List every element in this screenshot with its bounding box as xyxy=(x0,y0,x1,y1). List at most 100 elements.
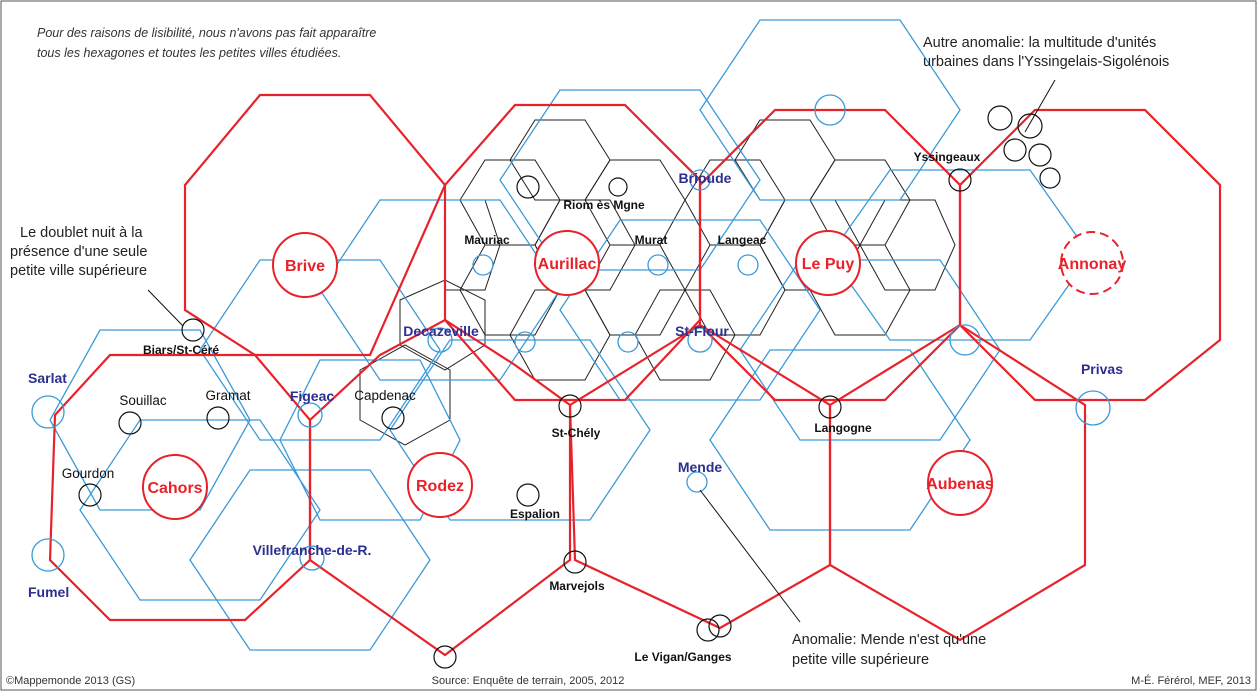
footer-author: M-É. Férérol, MEF, 2013 xyxy=(1131,674,1251,687)
town-circle-figeac xyxy=(297,402,323,428)
label-annonay: Annonay xyxy=(1058,256,1127,273)
town-circle xyxy=(516,175,540,199)
town-circle-aubenas xyxy=(927,450,993,516)
red-hexagon-grid xyxy=(48,93,1222,657)
red-hexagon-rodez xyxy=(308,318,572,657)
label-murat: Murat xyxy=(635,233,668,247)
red-hexagon-le-puy xyxy=(698,108,962,402)
red-hexagon-mende xyxy=(568,323,832,630)
label-rodez: Rodez xyxy=(416,478,464,495)
label-privas: Privas xyxy=(1081,361,1123,377)
blue-hexagon xyxy=(709,349,971,531)
blue-hexagon xyxy=(79,419,321,601)
label-le-puy: Le Puy xyxy=(802,256,855,273)
town-circle-le-vigan xyxy=(696,618,720,642)
main-town-markers xyxy=(142,230,1124,520)
label-espalion: Espalion xyxy=(510,507,560,521)
blue-hexagon xyxy=(199,259,441,441)
label-souillac: Souillac xyxy=(119,393,167,408)
label-fumel: Fumel xyxy=(28,584,69,600)
town-circle xyxy=(608,177,628,197)
town-circle-yssingelais xyxy=(1003,138,1027,162)
label-aurillac: Aurillac xyxy=(538,256,597,273)
town-circle-biars xyxy=(181,318,205,342)
label-marvejols: Marvejols xyxy=(549,579,605,593)
leader-line-yssingelais xyxy=(1024,79,1056,133)
town-circle-mende xyxy=(686,471,708,493)
blue-circle xyxy=(949,324,981,356)
town-circle-brioude xyxy=(689,169,711,191)
town-circle-souillac xyxy=(118,411,142,435)
town-circle-fumel xyxy=(31,538,65,572)
label-langogne: Langogne xyxy=(814,421,872,435)
label-mauriac: Mauriac xyxy=(464,233,510,247)
label-gramat: Gramat xyxy=(205,388,250,403)
town-circle xyxy=(617,331,639,353)
blue-hexagon xyxy=(279,359,461,521)
town-circle-mauriac xyxy=(472,254,494,276)
label-capdenac: Capdenac xyxy=(354,388,416,403)
red-hexagon-aubenas xyxy=(828,323,1087,642)
red-hexagon-cahors xyxy=(48,353,312,622)
town-circle-aurillac xyxy=(534,230,600,296)
leader-line-mende xyxy=(699,489,801,623)
town-circle-langogne xyxy=(818,395,842,419)
red-hexagon-annonay xyxy=(958,108,1222,402)
town-circle-rodez xyxy=(407,452,473,518)
label-aubenas: Aubenas xyxy=(926,476,994,493)
town-circle-capdenac xyxy=(381,406,405,430)
town-circle-murat xyxy=(647,254,669,276)
label-sarlat: Sarlat xyxy=(28,370,67,386)
label-mende: Mende xyxy=(678,459,723,475)
blue-hexagon xyxy=(189,469,431,651)
label-decazeville: Decazeville xyxy=(403,323,479,339)
black-hexagon xyxy=(859,199,956,291)
label-biars: Biars/St-Céré xyxy=(143,343,219,357)
blue-hexagon xyxy=(389,339,651,521)
footer-source: Source: Enquête de terrain, 2005, 2012 xyxy=(432,675,625,687)
town-circle-marvejols xyxy=(563,550,587,574)
blue-hexagon xyxy=(49,329,251,511)
label-riom: Riom ès Mgne xyxy=(563,198,645,212)
black-hexagon xyxy=(509,119,611,201)
note-yssingelais-line2: urbaines dans l'Yssingelais-Sigolénois xyxy=(923,54,1169,70)
blue-hexagon xyxy=(319,199,561,381)
town-circle-st-flour xyxy=(687,327,713,353)
town-circle-yssingelais xyxy=(987,105,1013,131)
town-circle-st-chely xyxy=(558,394,582,418)
blue-hexagon xyxy=(559,219,821,401)
town-circle-cahors xyxy=(142,454,208,520)
red-hexagon-aurillac xyxy=(443,103,702,402)
label-gourdon: Gourdon xyxy=(62,466,115,481)
town-circle-decazeville xyxy=(427,327,453,353)
footer-copyright: ©Mappemonde 2013 (GS) xyxy=(6,675,135,687)
label-brive: Brive xyxy=(285,258,325,275)
town-circle xyxy=(514,331,536,353)
note-doublet-line3: petite ville supérieure xyxy=(10,263,147,279)
town-circle-privas xyxy=(1075,390,1111,426)
town-circle-sarlat xyxy=(31,395,65,429)
label-figeac: Figeac xyxy=(290,388,335,404)
black-hexagon xyxy=(684,244,786,336)
town-circle-le-puy xyxy=(795,230,861,296)
blue-town-markers xyxy=(31,94,1111,572)
town-circle-brive xyxy=(272,232,338,298)
label-st-chely: St-Chély xyxy=(552,426,601,440)
black-hexagon-grid xyxy=(359,119,956,446)
note-mende-line1: Anomalie: Mende n'est qu'une xyxy=(792,632,986,648)
label-yssingeaux: Yssingeaux xyxy=(914,150,981,164)
small-town-markers xyxy=(78,105,1061,669)
town-circle-yssingeaux xyxy=(948,168,972,192)
town-circle xyxy=(433,645,457,669)
town-circle-langeac xyxy=(737,254,759,276)
note-doublet-line1: Le doublet nuit à la xyxy=(20,225,143,241)
label-st-flour: St-Flour xyxy=(675,323,729,339)
town-circle-yssingelais xyxy=(1017,113,1043,139)
blue-hexagon xyxy=(699,19,961,201)
label-villefranche: Villefranche-de-R. xyxy=(253,542,372,558)
red-hexagon-brive xyxy=(183,93,447,357)
town-circle-annonay xyxy=(1060,231,1124,295)
